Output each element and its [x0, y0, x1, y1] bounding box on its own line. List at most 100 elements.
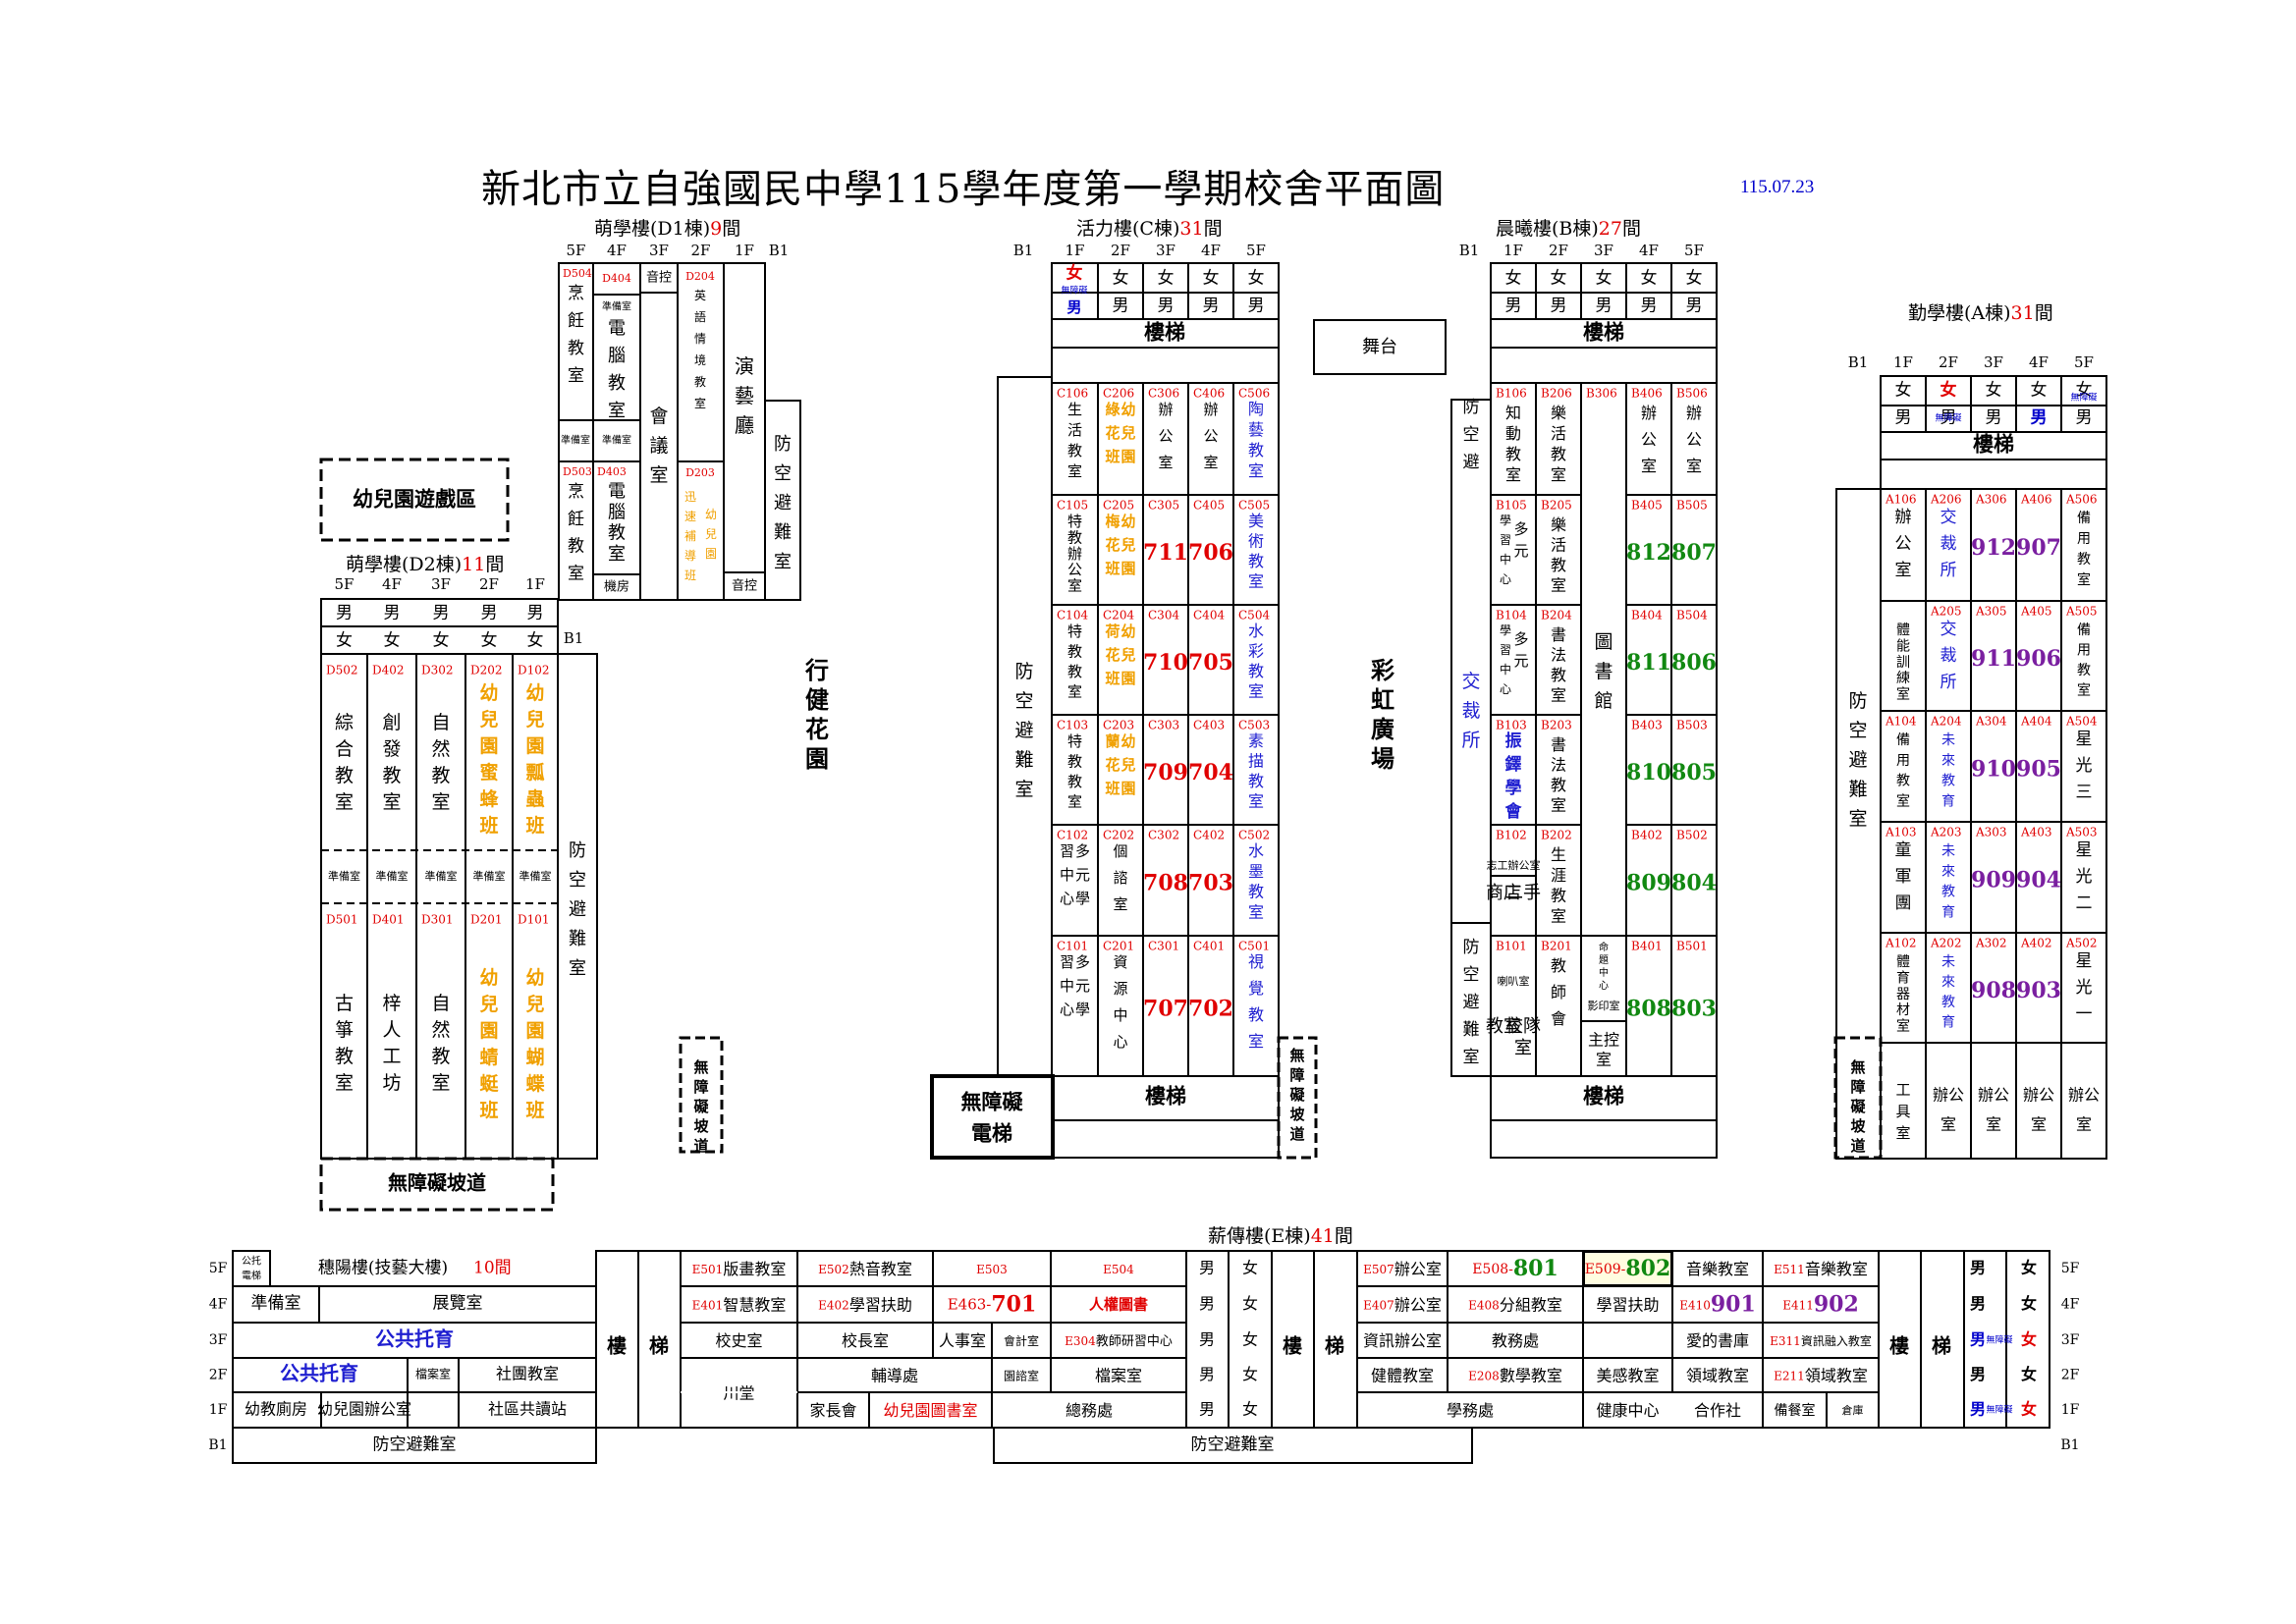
- room-code: C502: [1238, 829, 1270, 842]
- glyph: 室: [568, 564, 584, 583]
- glyph: 兒: [1121, 536, 1135, 554]
- c-ramp-label: 無障礙坡道: [1288, 1047, 1305, 1143]
- glyph: 室: [335, 791, 354, 813]
- glyph: 教: [1248, 883, 1264, 901]
- room-name: 體育器材室: [1896, 954, 1910, 1035]
- glyph: 教: [1551, 776, 1566, 794]
- room-name: 辦公室: [1394, 1260, 1442, 1278]
- class-number: 912: [1971, 535, 2016, 561]
- glyph: 習: [1060, 842, 1074, 860]
- restroom-male: 男: [336, 604, 353, 623]
- room-name: 樂活教室: [1551, 404, 1566, 484]
- a-ramp: [1833, 1036, 1883, 1160]
- glyph: 教: [568, 537, 584, 557]
- room-name: 倉庫: [1842, 1403, 1864, 1417]
- floor-label: 1F: [735, 242, 754, 259]
- room-code: E311: [1770, 1334, 1801, 1348]
- room-code: B403: [1631, 719, 1663, 732]
- room-code: C305: [1148, 499, 1179, 513]
- glyph: 境: [694, 352, 706, 367]
- room-coop: 合作社: [1694, 1401, 1741, 1420]
- room-name: 會計室: [1004, 1333, 1039, 1348]
- glyph: 班: [479, 1099, 498, 1121]
- restroom-accessible: 無障礙: [2070, 392, 2097, 404]
- glyph: 園: [525, 1020, 544, 1042]
- glyph: 公: [1895, 534, 1912, 554]
- room-code: A206: [1930, 493, 1962, 507]
- glyph: 防: [1848, 690, 1867, 712]
- f-room: 準備室: [251, 1294, 301, 1314]
- glyph: 書: [1594, 661, 1613, 682]
- room-code: A204: [1930, 715, 1962, 729]
- playground-box: [319, 458, 510, 542]
- floor-label: 5F: [335, 575, 355, 593]
- glyph: 童: [1895, 840, 1912, 860]
- class-number: 807: [1671, 540, 1717, 566]
- glyph: 障: [1289, 1066, 1304, 1084]
- room-name: 音樂教室: [1686, 1260, 1749, 1278]
- room-name: 學務處: [1447, 1401, 1494, 1420]
- glyph: 避: [1848, 749, 1867, 771]
- glyph: 障: [693, 1078, 708, 1096]
- glyph: 教: [1941, 774, 1955, 789]
- room-name: 振鐸學會: [1504, 731, 1523, 822]
- room-name: 合作社: [1694, 1401, 1741, 1420]
- glyph: 藝: [1248, 420, 1264, 439]
- glyph: 星: [2076, 951, 2093, 971]
- restroom-female: 女: [1941, 380, 1957, 401]
- glyph: 道: [1289, 1125, 1304, 1143]
- c-stairs-bottom-label: 樓梯: [1145, 1084, 1186, 1109]
- glyph: 兒: [525, 993, 544, 1015]
- c-caption: 活力樓(C棟)31間: [1076, 214, 1223, 241]
- glyph: 室: [1067, 577, 1082, 595]
- restroom-female: 女: [1242, 1400, 1258, 1419]
- room-code: B306: [1586, 387, 1617, 401]
- glyph: 速: [684, 510, 696, 523]
- glyph: 室: [1505, 465, 1521, 484]
- glyph: 教: [1067, 663, 1082, 680]
- room-name: 二手: [1505, 883, 1541, 903]
- glyph: 導: [684, 549, 696, 563]
- glyph: 會: [1551, 1009, 1566, 1028]
- glyph: 教: [1551, 445, 1566, 463]
- glyph: 室: [1203, 454, 1218, 471]
- glyph: 難: [569, 929, 586, 949]
- room-name: 總務處: [1066, 1401, 1113, 1420]
- e-count: 41: [1310, 1225, 1335, 1247]
- glyph: 迅: [684, 490, 696, 504]
- glyph: 心: [1500, 682, 1511, 696]
- room-e407: E407辦公室: [1363, 1295, 1442, 1314]
- glyph: 學: [1505, 779, 1522, 798]
- d2-name: 萌學樓(D2棟): [346, 554, 463, 575]
- room-code: A205: [1930, 605, 1962, 619]
- room-name: 學習扶助: [849, 1295, 912, 1314]
- e-shelter: [993, 1427, 1473, 1464]
- room-aesthetic: 美感教室: [1596, 1366, 1659, 1384]
- d2-unit: 間: [485, 554, 505, 575]
- room-code: A503: [2065, 826, 2098, 839]
- room-name: 教師會: [1551, 956, 1566, 1028]
- room-code: C304: [1148, 609, 1179, 623]
- room-code: C101: [1057, 940, 1088, 953]
- glyph: 廳: [735, 413, 754, 437]
- room-name: 檔案室: [1095, 1366, 1142, 1384]
- room-name: 自然教室: [431, 712, 450, 813]
- room-name: 烹飪教室: [568, 283, 584, 386]
- f-public-care: 公共托育: [375, 1327, 454, 1351]
- room-parents: 家長會: [809, 1401, 856, 1420]
- room-code: D201: [470, 913, 503, 927]
- room-code: C303: [1148, 719, 1179, 732]
- d1-equip-label: 機房: [604, 579, 629, 595]
- room-code: D101: [518, 913, 550, 927]
- glyph: 館: [1594, 690, 1613, 712]
- class-number: 906: [2016, 646, 2061, 672]
- e-unit: 間: [1334, 1225, 1353, 1247]
- glyph: 水: [1248, 622, 1264, 640]
- glyph: 公: [1203, 427, 1218, 445]
- glyph: 教: [1551, 666, 1566, 684]
- c-ramp: [1277, 1036, 1318, 1160]
- glyph: 室: [1686, 457, 1702, 475]
- glyph: 班: [1105, 448, 1120, 465]
- glyph: 室: [1158, 454, 1173, 471]
- room-it: 資訊辦公室: [1363, 1331, 1442, 1350]
